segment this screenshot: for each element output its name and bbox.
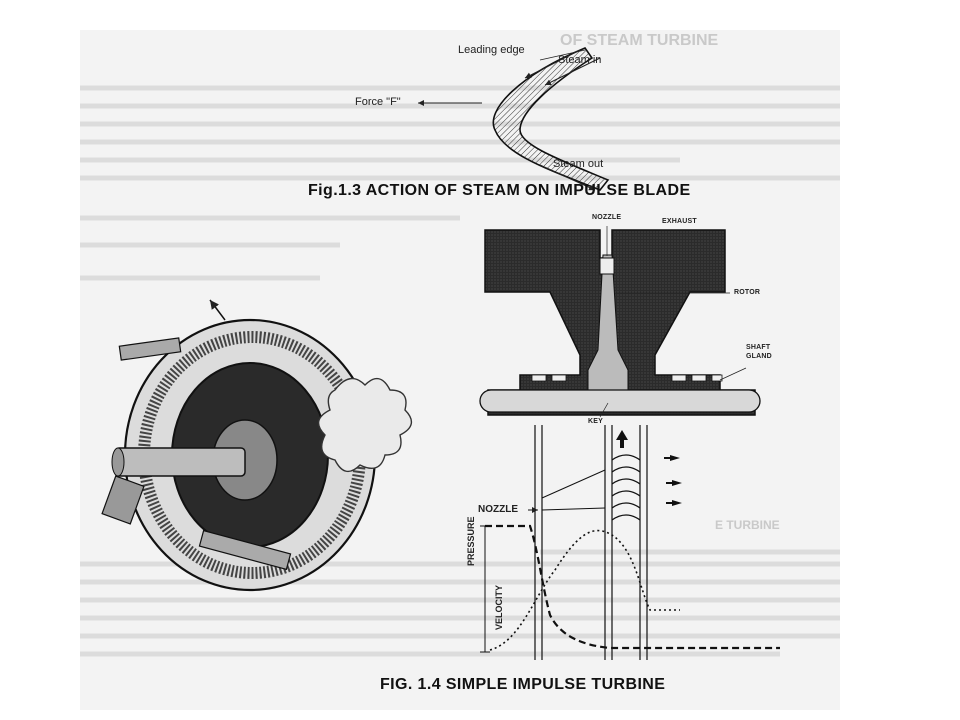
gland-seals-left xyxy=(531,374,567,382)
scanned-page: OF STEAM TURBINE E TURBINE xyxy=(80,30,840,710)
exhaust-label: EXHAUST xyxy=(662,218,697,225)
turbine-wheel-illustration xyxy=(101,299,413,592)
pressure-curve xyxy=(485,524,780,650)
steam-jet-arrow xyxy=(209,299,226,321)
key-label: KEY xyxy=(588,418,603,425)
shaft xyxy=(479,389,761,413)
velocity-curve xyxy=(489,529,680,651)
diagram-canvas xyxy=(80,47,840,660)
nozzle-pipe-top xyxy=(118,337,182,361)
steam-in-arrow-2 xyxy=(544,57,601,86)
page-header-text: OF STEAM TURBINE xyxy=(560,32,719,49)
nozzle-plot-label: NOZZLE xyxy=(478,504,518,515)
nozzle-pipe-left xyxy=(101,475,145,525)
pressure-velocity-plot xyxy=(480,425,780,660)
flow-chevrons xyxy=(611,454,641,521)
blade-profile xyxy=(492,47,610,191)
steam-out-arrow xyxy=(539,164,596,191)
velocity-axis-label: VELOCITY xyxy=(494,584,504,630)
steam-out-label: Steam out xyxy=(553,158,604,170)
nozzle-pipe-bottom xyxy=(198,529,292,571)
turbine-cross-section xyxy=(479,226,761,418)
fig-1-4-caption: FIG. 1.4 SIMPLE IMPULSE TURBINE xyxy=(380,676,666,693)
wheel-shaft xyxy=(114,447,246,477)
section-heading: E TURBINE xyxy=(715,518,780,532)
key-leader xyxy=(599,402,609,418)
up-arrow xyxy=(616,430,628,448)
nozzle-label: NOZZLE xyxy=(592,214,622,221)
impulse-blade-diagram xyxy=(418,47,610,191)
shaft-gland-label: SHAFT GLAND xyxy=(746,344,772,360)
steam-cloud xyxy=(317,377,413,473)
side-arrows xyxy=(664,455,682,506)
gland-leader xyxy=(719,367,747,381)
nozzle-block xyxy=(599,257,615,275)
fig-1-3-caption: Fig.1.3 ACTION OF STEAM ON IMPULSE BLADE xyxy=(308,182,691,199)
steam-in-arrow xyxy=(524,49,581,79)
leading-edge-leader xyxy=(539,49,586,61)
pressure-axis-label: PRESSURE xyxy=(466,516,476,566)
gland-seals-right xyxy=(671,374,723,382)
force-label: Force "F" xyxy=(355,96,401,108)
steam-in-label: Steam in xyxy=(558,54,602,66)
leading-edge-label: Leading edge xyxy=(458,44,525,56)
rotor-label: ROTOR xyxy=(734,289,761,296)
